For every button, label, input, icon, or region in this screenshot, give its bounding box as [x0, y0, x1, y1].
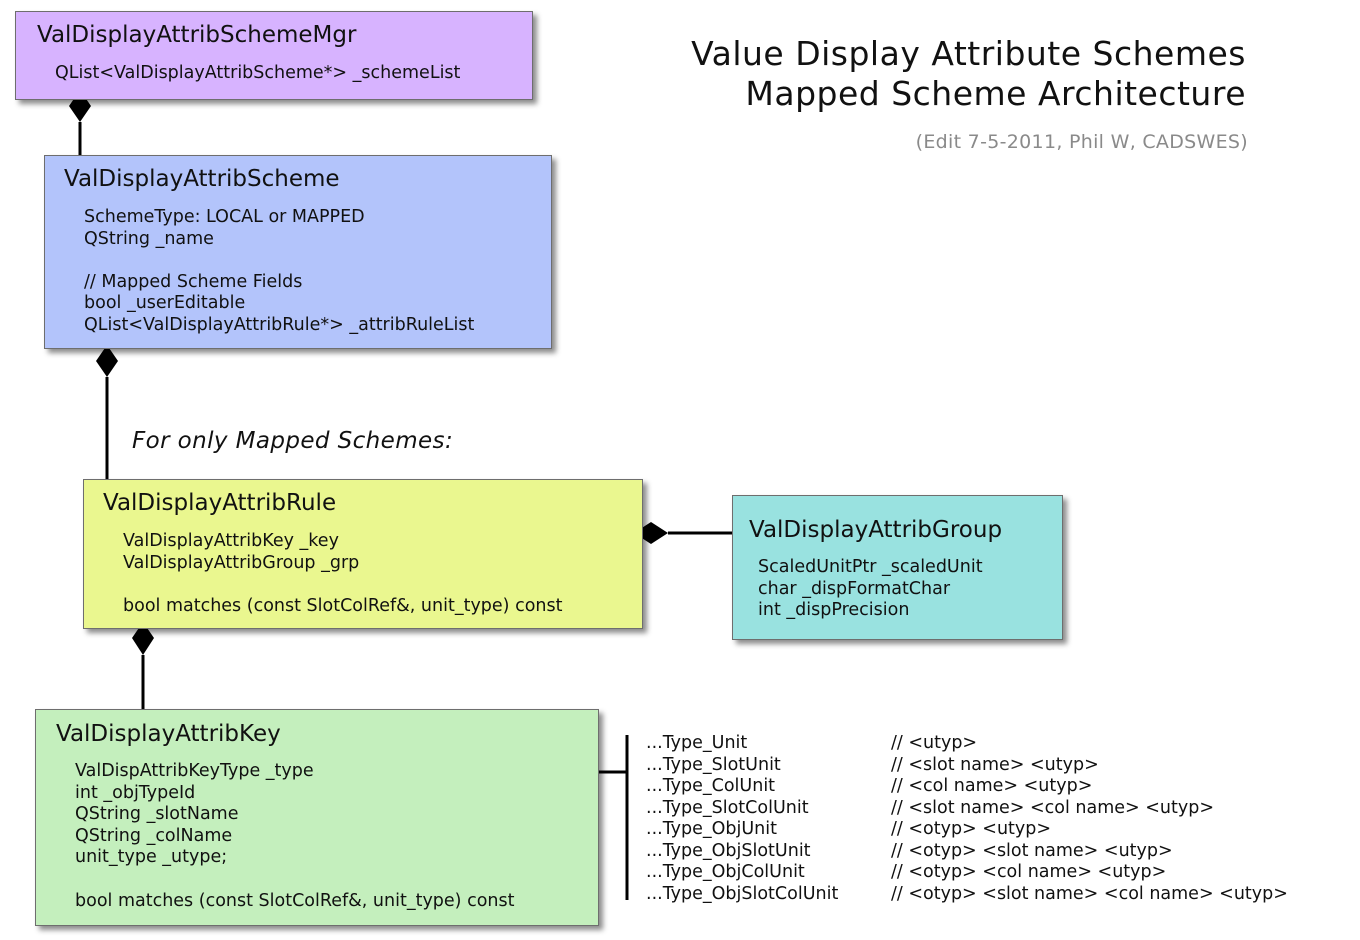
- key-type-row: ...Type_ObjUnit // <otyp> <utyp>: [646, 819, 1288, 841]
- key-type-name: ...Type_ObjSlotColUnit: [646, 883, 839, 904]
- key-type-name: ...Type_ObjUnit: [646, 819, 778, 839]
- key-type-row: ...Type_ColUnit // <col name> <utyp>: [646, 776, 1288, 798]
- composition-diamond-scheme: [96, 345, 118, 377]
- title-line-1: Value Display Attribute Schemes: [691, 34, 1246, 73]
- key-type-row: ...Type_SlotColUnit // <slot name> <col n…: [646, 798, 1288, 820]
- key-type-row: ...Type_ObjSlotColUnit // <otyp> <slot na…: [646, 884, 1288, 906]
- key-type-enum-list: ...Type_Unit // <utyp> ...Type_SlotUnit // …: [646, 733, 1288, 905]
- diagram-title: Value Display Attribute Schemes Mapped S…: [691, 34, 1246, 114]
- title-line-2: Mapped Scheme Architecture: [745, 74, 1246, 113]
- class-name: ValDisplayAttribKey: [56, 721, 281, 747]
- key-type-comment: // <col name> <utyp>: [891, 776, 1093, 796]
- key-type-comment: // <otyp> <col name> <utyp>: [891, 862, 1167, 882]
- key-type-name: ...Type_ColUnit: [646, 776, 776, 796]
- class-name: ValDisplayAttribGroup: [749, 517, 1003, 543]
- key-type-name: ...Type_ObjSlotUnit: [646, 840, 811, 861]
- key-type-row: ...Type_ObjColUnit // <otyp> <col name> <…: [646, 862, 1288, 884]
- key-type-comment: // <otyp> <utyp>: [891, 819, 1052, 839]
- class-fields: QList<ValDisplayAttribScheme*> _schemeLi…: [55, 63, 461, 83]
- key-type-row: ...Type_Unit // <utyp>: [646, 733, 1288, 755]
- key-type-name: ...Type_SlotUnit: [646, 754, 781, 775]
- key-type-name: ...Type_Unit: [646, 733, 748, 753]
- class-box-scheme: ValDisplayAttribScheme SchemeType: LOCAL…: [44, 155, 552, 349]
- key-type-name: ...Type_SlotColUnit: [646, 797, 809, 818]
- key-type-row: ...Type_ObjSlotUnit // <otyp> <slot name>…: [646, 841, 1288, 863]
- key-type-comment: // <otyp> <slot name> <col name> <utyp>: [891, 883, 1288, 904]
- diagram-subtitle: (Edit 7-5-2011, Phil W, CADSWES): [915, 131, 1248, 153]
- class-box-group: ValDisplayAttribGroup ScaledUnitPtr _sca…: [732, 495, 1063, 640]
- class-box-rule: ValDisplayAttribRule ValDisplayAttribKey…: [83, 479, 643, 629]
- class-name: ValDisplayAttribSchemeMgr: [37, 22, 357, 48]
- key-type-row: ...Type_SlotUnit // <slot name> <utyp>: [646, 755, 1288, 777]
- class-box-scheme-mgr: ValDisplayAttribSchemeMgr QList<ValDispl…: [15, 11, 533, 100]
- key-type-comment: // <slot name> <col name> <utyp>: [891, 797, 1214, 818]
- key-type-comment: // <slot name> <utyp>: [891, 754, 1099, 775]
- class-fields: ValDispAttribKeyType _type int _objTypeI…: [75, 761, 515, 911]
- class-name: ValDisplayAttribScheme: [64, 166, 340, 192]
- class-fields: ScaledUnitPtr _scaledUnit char _dispForm…: [758, 557, 983, 621]
- class-fields: SchemeType: LOCAL or MAPPED QString _nam…: [84, 207, 475, 335]
- class-box-key: ValDisplayAttribKey ValDispAttribKeyType…: [35, 709, 599, 926]
- composition-diamond-rule-key: [132, 622, 154, 655]
- key-type-name: ...Type_ObjColUnit: [646, 862, 805, 882]
- key-type-comment: // <utyp>: [891, 733, 978, 753]
- class-fields: ValDisplayAttribKey _key ValDisplayAttri…: [123, 531, 563, 616]
- class-name: ValDisplayAttribRule: [103, 490, 337, 516]
- mapped-schemes-note: For only Mapped Schemes:: [132, 428, 454, 454]
- key-type-comment: // <otyp> <slot name> <utyp>: [891, 840, 1173, 861]
